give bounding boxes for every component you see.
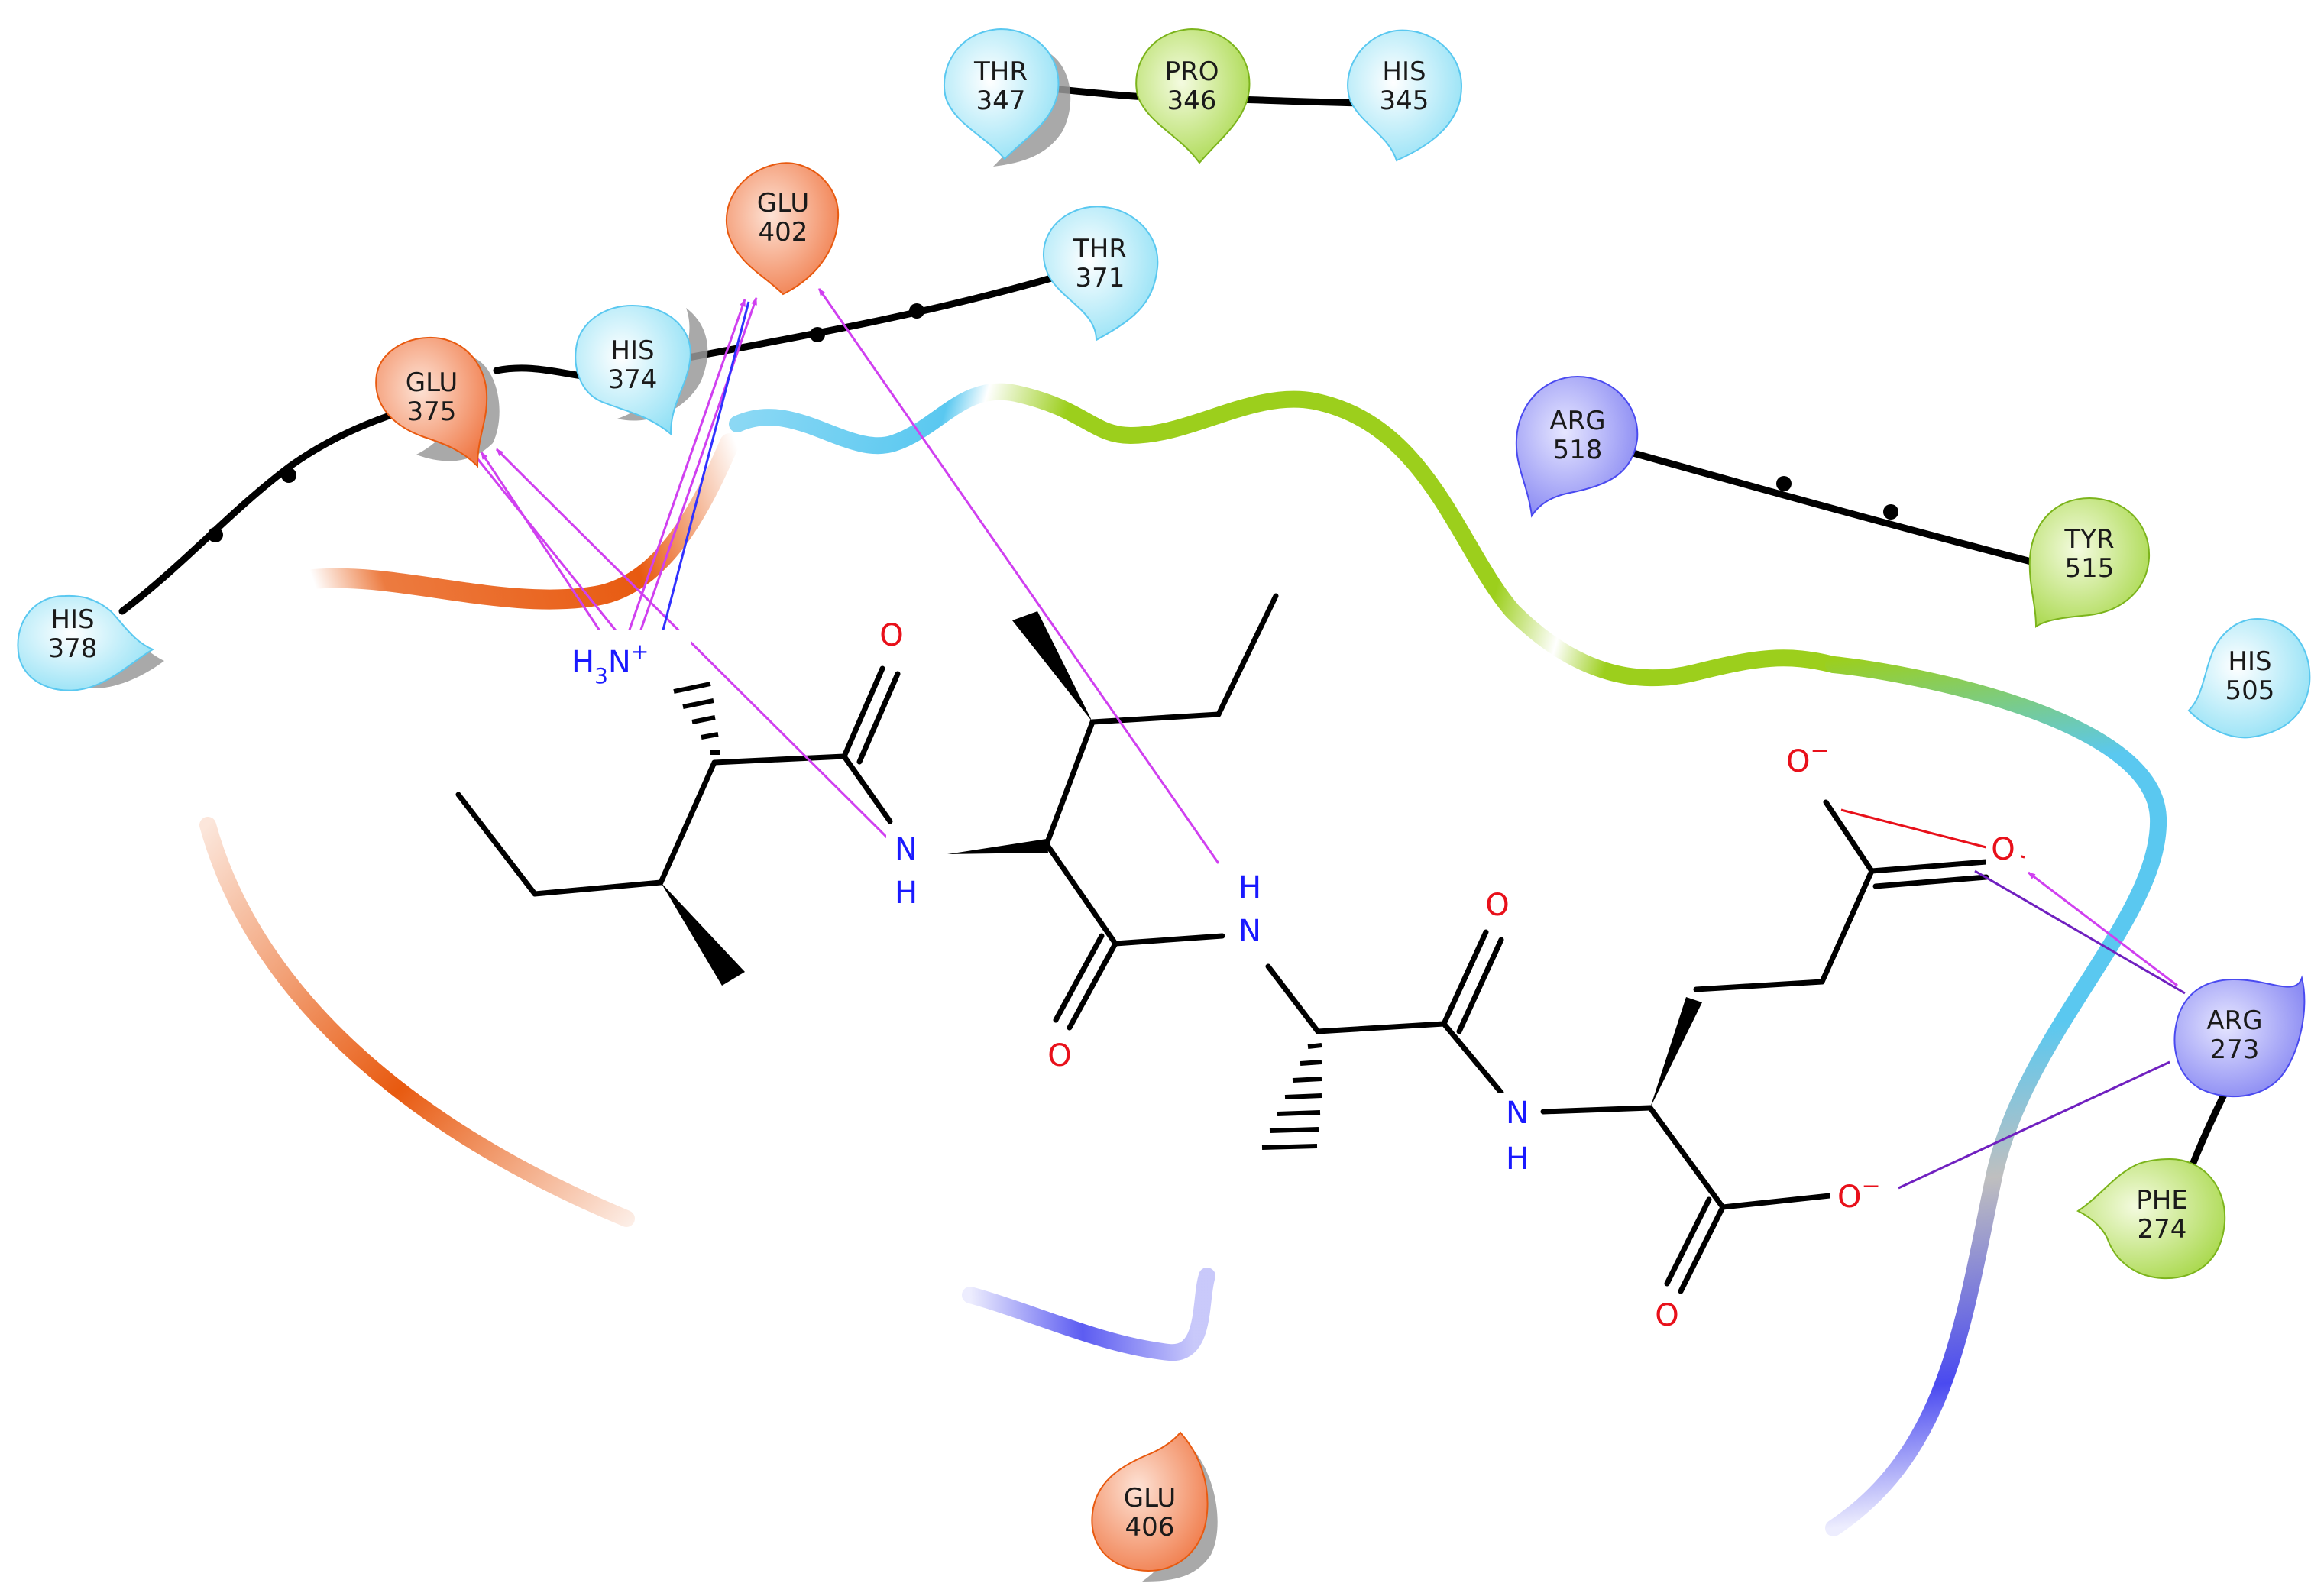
- residue-phe274-num: 274: [2138, 1214, 2187, 1245]
- residue-thr371[interactable]: THR 371: [1043, 206, 1159, 342]
- residue-thr347-num: 347: [976, 86, 1026, 116]
- residue-his374-num: 374: [608, 364, 658, 395]
- atom-nh3-h: H: [1506, 1141, 1529, 1177]
- atom-o-term-minus: O−: [1837, 1173, 1881, 1215]
- residue-glu406-name: GLU: [1124, 1483, 1176, 1514]
- residue-pro346-name: PRO: [1165, 57, 1219, 87]
- residue-pro346-marker: [1135, 28, 1251, 164]
- residue-glu402-marker: [725, 162, 840, 296]
- ribbon-acidic-top: [303, 433, 740, 610]
- residue-his378[interactable]: HIS 378: [17, 594, 164, 691]
- ribbon-top: [729, 383, 1842, 687]
- residue-pro346-num: 346: [1167, 86, 1217, 116]
- residue-glu406-marker: [1091, 1431, 1209, 1572]
- residue-thr347[interactable]: THR 347: [943, 28, 1071, 167]
- residue-his345-marker: [1347, 29, 1463, 162]
- residue-glu406-num: 406: [1125, 1512, 1175, 1543]
- atom-nh3: N: [1506, 1096, 1529, 1131]
- residue-glu402-num: 402: [759, 217, 808, 248]
- atom-h3n: H3N+: [571, 639, 649, 688]
- residue-glu375-name: GLU: [406, 367, 458, 398]
- atom-nh2-h: H: [1238, 870, 1261, 905]
- residue-arg273[interactable]: ARG 273: [2173, 975, 2306, 1098]
- residue-his378-marker: [17, 594, 155, 691]
- residue-his345[interactable]: HIS 345: [1347, 29, 1463, 162]
- ribbon-basic-bottom: [962, 1268, 1215, 1361]
- residue-arg273-name: ARG: [2206, 1005, 2262, 1036]
- interactions: [468, 288, 2186, 1190]
- residue-thr371-marker: [1043, 206, 1159, 342]
- residue-glu375[interactable]: GLU 375: [375, 336, 500, 468]
- residue-phe274-marker: [2076, 1158, 2226, 1280]
- residue-glu402[interactable]: GLU 402: [725, 162, 840, 296]
- atom-o-ile2: O: [1047, 1038, 1071, 1073]
- atom-labels: H3N+ O N H H N O O N H O− O O− O: [565, 615, 2021, 1337]
- residue-his378-num: 378: [48, 633, 98, 664]
- residue-arg273-num: 273: [2210, 1034, 2260, 1065]
- residue-pro346[interactable]: PRO 346: [1135, 28, 1251, 164]
- ribbon-acidic-left: [199, 817, 635, 1227]
- residue-his345-num: 345: [1380, 86, 1429, 116]
- residue-his374[interactable]: HIS 374: [575, 304, 708, 436]
- residue-arg273-marker: [2173, 975, 2306, 1098]
- atom-nh1-h: H: [895, 876, 918, 911]
- residue-his505-num: 505: [2225, 675, 2275, 706]
- residue-thr347-marker: [943, 28, 1060, 160]
- residue-glu406[interactable]: GLU 406: [1091, 1431, 1218, 1582]
- stereo-bonds: [661, 611, 1702, 1108]
- residue-tyr515[interactable]: TYR 515: [2028, 497, 2151, 628]
- atom-o-side: O: [1991, 832, 2015, 867]
- residue-glu402-name: GLU: [757, 188, 809, 219]
- ligand-bonds: [455, 593, 1989, 1294]
- residue-arg518-num: 518: [1553, 435, 1603, 465]
- residue-tyr515-num: 515: [2065, 553, 2115, 584]
- residue-his374-marker: [575, 304, 691, 436]
- residue-his505[interactable]: HIS 505: [2187, 617, 2311, 739]
- residue-thr371-name: THR: [1073, 234, 1127, 264]
- residue-phe274[interactable]: PHE 274: [2076, 1158, 2226, 1280]
- residue-glu375-marker: [375, 336, 488, 468]
- residue-backbones: [118, 84, 2231, 1200]
- residue-arg518-name: ARG: [1549, 406, 1605, 436]
- residue-arg518[interactable]: ARG 518: [1515, 375, 1639, 518]
- atom-nh2: N: [1238, 914, 1261, 949]
- residue-his505-name: HIS: [2228, 646, 2271, 677]
- atom-o-ala: O: [1485, 888, 1509, 923]
- residue-arg518-marker: [1515, 375, 1639, 518]
- residue-his505-marker: [2187, 617, 2311, 739]
- stereo-hash-bonds: [673, 682, 1322, 1150]
- residue-his378-name: HIS: [50, 604, 94, 635]
- atom-o-ile1: O: [879, 618, 903, 653]
- pocket-ribbons: [199, 383, 2167, 1536]
- atom-nh1: N: [895, 832, 918, 867]
- residue-his374-name: HIS: [610, 335, 654, 366]
- residues: HIS 378 GLU 375 HIS 374 GLU 402 THR 371: [17, 28, 2311, 1582]
- backbone-gaps: [208, 303, 1898, 542]
- ribbon-right: [1825, 656, 2167, 1536]
- residue-his345-name: HIS: [1382, 57, 1426, 87]
- atom-o-term: O: [1655, 1298, 1678, 1333]
- atom-o-side-minus: O−: [1786, 737, 1830, 779]
- residue-tyr515-marker: [2028, 497, 2151, 628]
- residue-tyr515-name: TYR: [2063, 524, 2114, 555]
- residue-thr371-num: 371: [1076, 263, 1125, 293]
- residue-thr347-name: THR: [973, 57, 1028, 87]
- residue-glu375-num: 375: [407, 397, 457, 427]
- residue-phe274-name: PHE: [2136, 1185, 2188, 1216]
